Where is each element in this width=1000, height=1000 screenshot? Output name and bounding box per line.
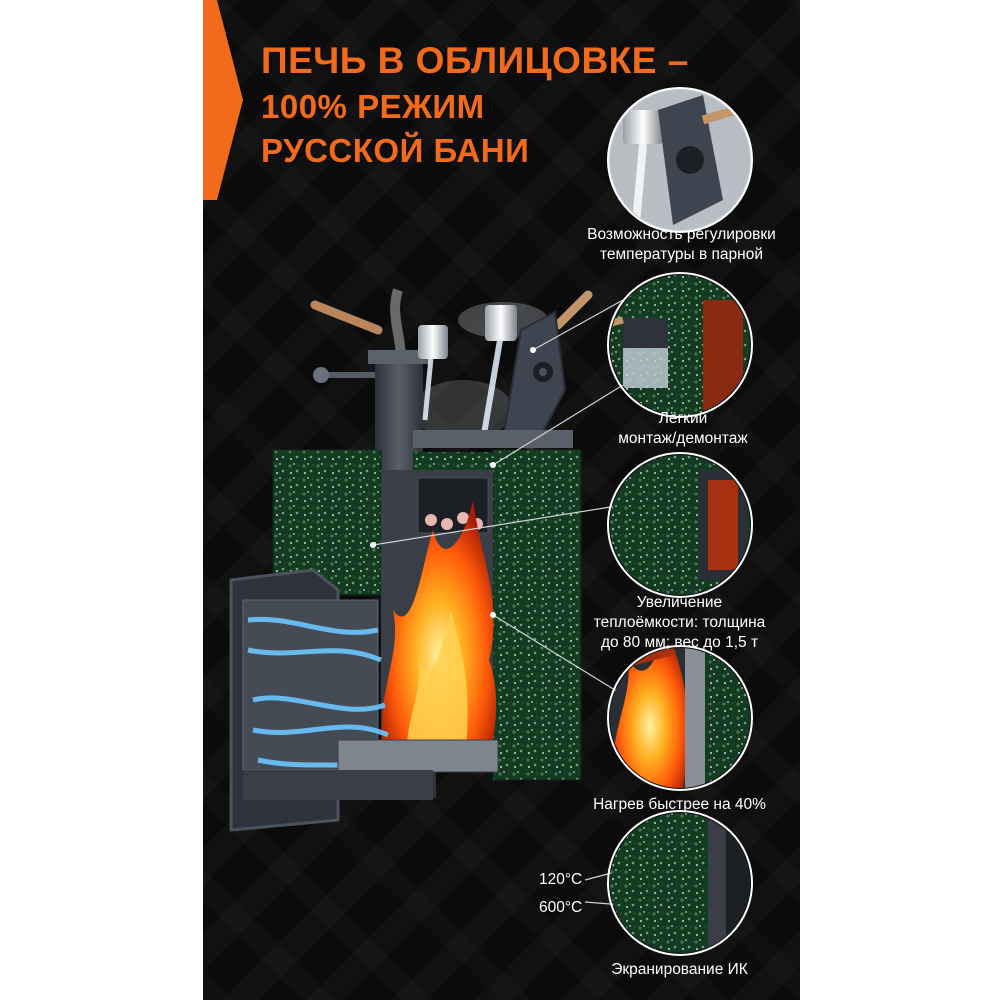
- callout-heat-capacity: Увеличение теплоёмкости: толщина до 80 м…: [593, 594, 766, 651]
- fire: [382, 500, 497, 760]
- lens-heat-capacity: [607, 452, 753, 598]
- orange-accent-tab: [203, 0, 243, 200]
- lens-ir-shielding: [607, 810, 753, 956]
- water-valve-right: [485, 305, 517, 341]
- lens-easy-mount: [607, 272, 753, 418]
- callout-fast-heating: Нагрев быстрее на 40%: [593, 796, 766, 813]
- headline-line-3: РУССКОЙ БАНИ: [261, 132, 530, 169]
- headline-line-1: ПЕЧЬ В ОБЛИЦОВКЕ –: [261, 40, 689, 81]
- temperature-inner: 600°С: [539, 899, 583, 916]
- callout-lines: [372, 299, 624, 906]
- dark-panel: ПЕЧЬ В ОБЛИЦОВКЕ – 100% РЕЖИМ РУССКОЙ БА…: [203, 0, 800, 1000]
- lens-temperature-control: [607, 87, 753, 233]
- stone-cladding-right: [492, 449, 582, 781]
- callout-temperature-control: Возможность регулировки температуры в па…: [587, 226, 776, 263]
- temperature-outer: 120°С: [539, 871, 583, 888]
- stone-cladding-left: [272, 449, 382, 596]
- stove-illustration: [229, 87, 753, 956]
- headline-line-2: 100% РЕЖИМ: [261, 88, 485, 125]
- callout-ir-shielding: Экранирование ИК: [611, 961, 748, 978]
- water-valve-left: [418, 325, 448, 359]
- callout-easy-mount: Лёгкий монтаж/демонтаж: [618, 410, 748, 447]
- lens-fast-heating: [607, 645, 753, 791]
